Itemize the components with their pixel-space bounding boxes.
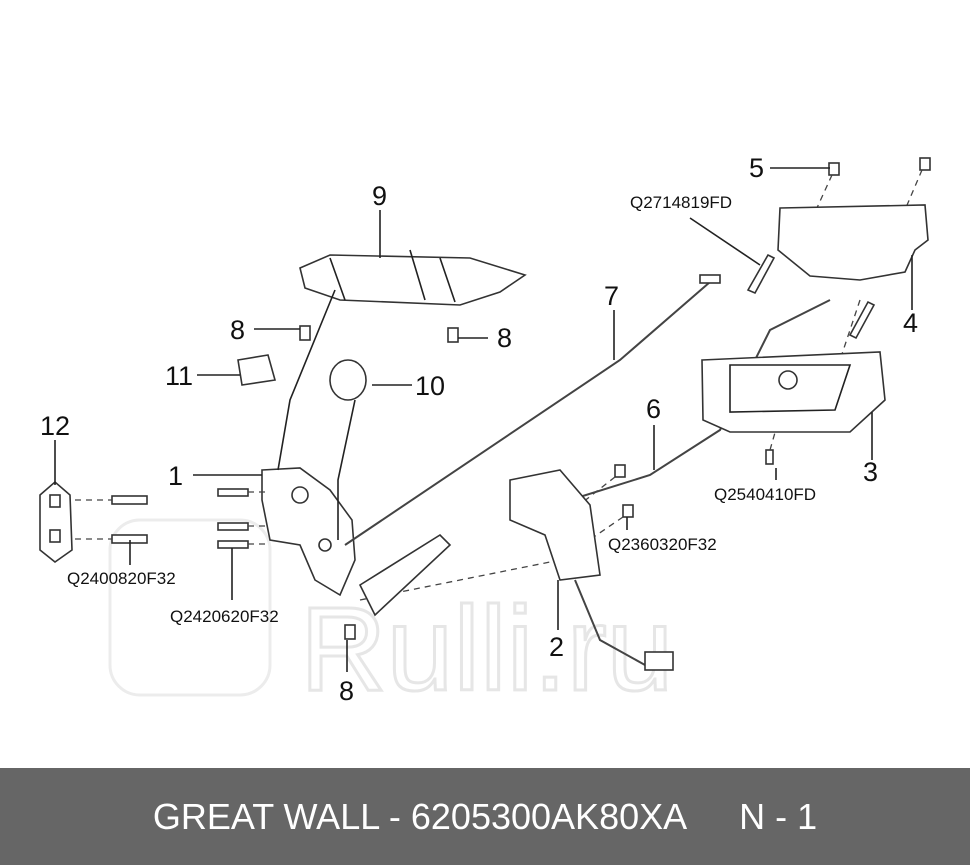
part-12-striker (39, 480, 73, 564)
label-5: 5 (749, 153, 764, 183)
watermark-logo (108, 518, 272, 697)
part-3-inner-handle (701, 351, 886, 433)
code-Q2360320F32: Q2360320F32 (608, 535, 717, 554)
label-7: 7 (604, 281, 619, 311)
part-11-clip (237, 354, 277, 386)
code-Q2714819FD: Q2714819FD (630, 193, 732, 212)
code-Q2540410FD: Q2540410FD (714, 485, 816, 504)
code-Q2420620F32: Q2420620F32 (170, 607, 279, 626)
part-1-door-latch (261, 467, 356, 597)
leader-lines (54, 167, 913, 672)
label-10: 10 (415, 371, 445, 401)
part-2-actuator (358, 469, 674, 671)
code-Q2400820F32: Q2400820F32 (67, 569, 176, 588)
label-9: 9 (372, 181, 387, 211)
label-11: 11 (165, 361, 193, 391)
label-12: 12 (40, 411, 70, 441)
part-4-bracket (777, 204, 929, 281)
label-8: 8 (339, 676, 354, 706)
handle-rod (277, 289, 336, 471)
part-10-lock-cylinder (329, 359, 367, 540)
page-indicator: N - 1 (739, 795, 818, 837)
exploded-parts-diagram: Rulli.ru (39, 153, 931, 718)
label-8: 8 (497, 323, 512, 353)
label-2: 2 (549, 632, 564, 662)
part-7-cable (344, 281, 711, 546)
brand-part-number: GREAT WALL - 6205300AK80XA (152, 795, 688, 837)
part-9-outer-handle (299, 249, 527, 306)
footer-bar: GREAT WALL - 6205300AK80XA N - 1 (0, 768, 970, 865)
label-4: 4 (903, 308, 918, 338)
label-8: 8 (230, 315, 245, 345)
label-3: 3 (863, 457, 878, 487)
label-6: 6 (646, 394, 661, 424)
watermark: Rulli.ru (300, 582, 673, 716)
part-6-cable (569, 299, 831, 501)
label-1: 1 (168, 461, 183, 491)
